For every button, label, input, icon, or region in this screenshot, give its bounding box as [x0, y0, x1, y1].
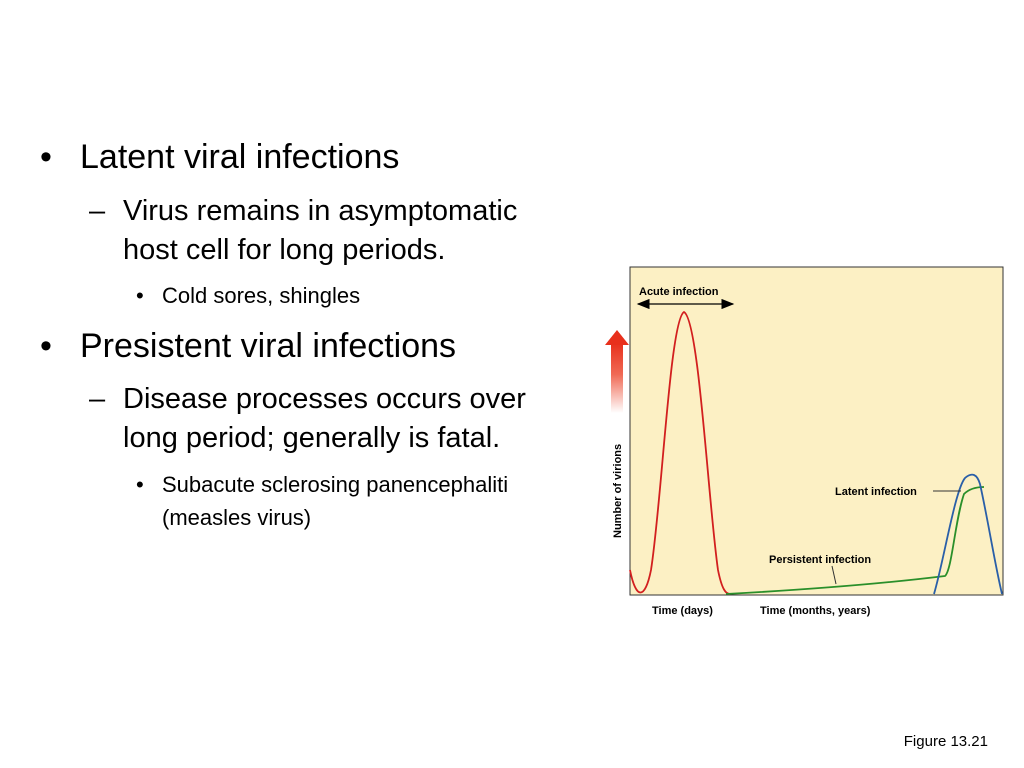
sub-latent-line1: Virus remains in asymptomatic [123, 195, 518, 227]
latent-curve [933, 473, 1003, 595]
dash-marker: – [89, 383, 106, 415]
sub-latent: – Virus remains in asymptomatic host cel… [89, 192, 518, 270]
persistent-label: Persistent infection [769, 554, 871, 566]
acute-label: Acute infection [639, 286, 719, 298]
subsub-latent: • Cold sores, shingles [136, 279, 361, 312]
x-label-days: Time (days) [652, 605, 713, 617]
y-axis-arrow-head [605, 330, 629, 345]
persistent-pointer [831, 565, 837, 585]
bullet-latent: • Latent viral infections [40, 138, 400, 177]
y-axis-arrow-shaft [611, 343, 623, 413]
sub-persistent-line2: long period; generally is fatal. [123, 422, 501, 454]
bullet-persistent-text: Presistent viral infections [80, 327, 457, 365]
sub-persistent-line1: Disease processes occurs over [123, 383, 526, 415]
figure-caption: Figure 13.21 [903, 733, 988, 750]
bullet-persistent: • Presistent viral infections [40, 327, 457, 366]
bullet-marker: • [136, 283, 144, 308]
bullet-marker: • [40, 138, 52, 176]
subsub-persistent-line1: Subacute sclerosing panencephaliti [162, 472, 509, 497]
subsub-persistent: • Subacute sclerosing panencephaliti (me… [136, 468, 509, 534]
sub-persistent: – Disease processes occurs over long per… [89, 380, 526, 458]
y-axis-label: Number of virions [612, 444, 624, 538]
bullet-marker: • [40, 327, 52, 365]
x-label-months: Time (months, years) [760, 605, 871, 617]
subsub-persistent-line2: (measles virus) [162, 505, 312, 530]
dash-marker: – [89, 195, 106, 227]
latent-label: Latent infection [835, 486, 917, 498]
bullet-latent-text: Latent viral infections [80, 138, 400, 176]
persistent-curve [725, 486, 985, 595]
acute-curve [629, 310, 731, 595]
subsub-latent-text: Cold sores, shingles [162, 283, 361, 308]
bullet-marker: • [136, 472, 144, 497]
plot-background [629, 266, 1004, 596]
sub-latent-line2: host cell for long periods. [123, 234, 446, 266]
